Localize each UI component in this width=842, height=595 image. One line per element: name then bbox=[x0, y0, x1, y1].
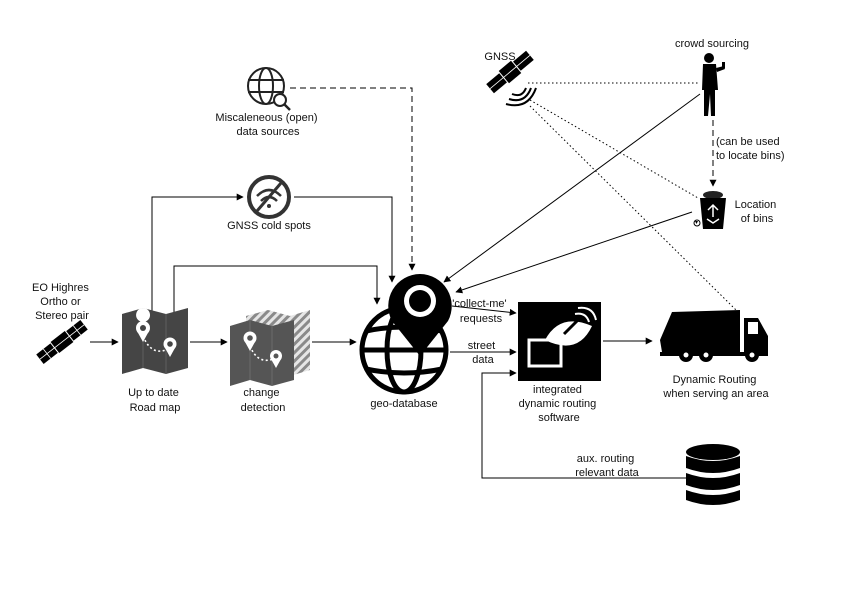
geo-database-icon bbox=[359, 274, 452, 395]
aux-data-label: aux. routing relevant data bbox=[575, 453, 639, 479]
arrow-misc-to-geodb bbox=[290, 87, 416, 271]
street-data-label: street data bbox=[468, 340, 499, 366]
dotted-gnss-bins bbox=[529, 99, 699, 199]
dynamic-routing-label: Dynamic Routing when serving an area bbox=[662, 374, 769, 400]
gnss-cold-spots-label: GNSS cold spots bbox=[227, 220, 311, 232]
arrow-gnss-cold-to-geodb bbox=[294, 196, 396, 283]
bins-label: Location of bins bbox=[735, 199, 780, 225]
arrow-collect-requests bbox=[451, 305, 517, 316]
misc-sources-label: Miscaleneous (open) data sources bbox=[215, 112, 320, 138]
road-map-icon bbox=[122, 308, 188, 374]
arrow-crowd-to-geodb bbox=[443, 93, 701, 283]
globe-search-icon bbox=[247, 67, 291, 111]
connectors bbox=[90, 82, 737, 479]
eo-label: EO Highres Ortho or Stereo pair bbox=[32, 282, 92, 322]
collect-requests-label: 'collect-me' requests bbox=[452, 298, 509, 325]
dotted-gnss-truck bbox=[529, 105, 737, 311]
crowd-sourcing-label: crowd sourcing bbox=[675, 38, 749, 50]
change-detection-icon bbox=[230, 310, 310, 386]
satellite-icon bbox=[36, 320, 88, 364]
wifi-off-icon bbox=[247, 175, 291, 219]
labels: EO Highres Ortho or Stereo pair Up to da… bbox=[32, 38, 784, 479]
geo-database-label: geo-database bbox=[370, 398, 437, 410]
locate-bins-note: (can be used to locate bins) bbox=[716, 136, 784, 162]
arrow-aux-to-software bbox=[481, 369, 686, 479]
database-icon bbox=[686, 444, 740, 505]
arrow-bins-to-geodb bbox=[455, 211, 693, 294]
change-detection-label: change detection bbox=[241, 387, 286, 414]
road-map-label: Up to date Road map bbox=[128, 387, 182, 414]
arrow-roadmap-gnss-cold bbox=[151, 193, 244, 312]
gnss-label: GNSS bbox=[484, 51, 515, 63]
recycle-bin-icon bbox=[693, 191, 726, 229]
person-phone-icon bbox=[702, 53, 725, 116]
software-label: integrated dynamic routing software bbox=[519, 384, 600, 424]
satellite-dish-icon bbox=[518, 302, 601, 381]
gnss-satellite-icon bbox=[486, 50, 537, 107]
garbage-truck-icon bbox=[660, 310, 768, 362]
arrow-roadmap-to-geodb bbox=[173, 265, 381, 312]
